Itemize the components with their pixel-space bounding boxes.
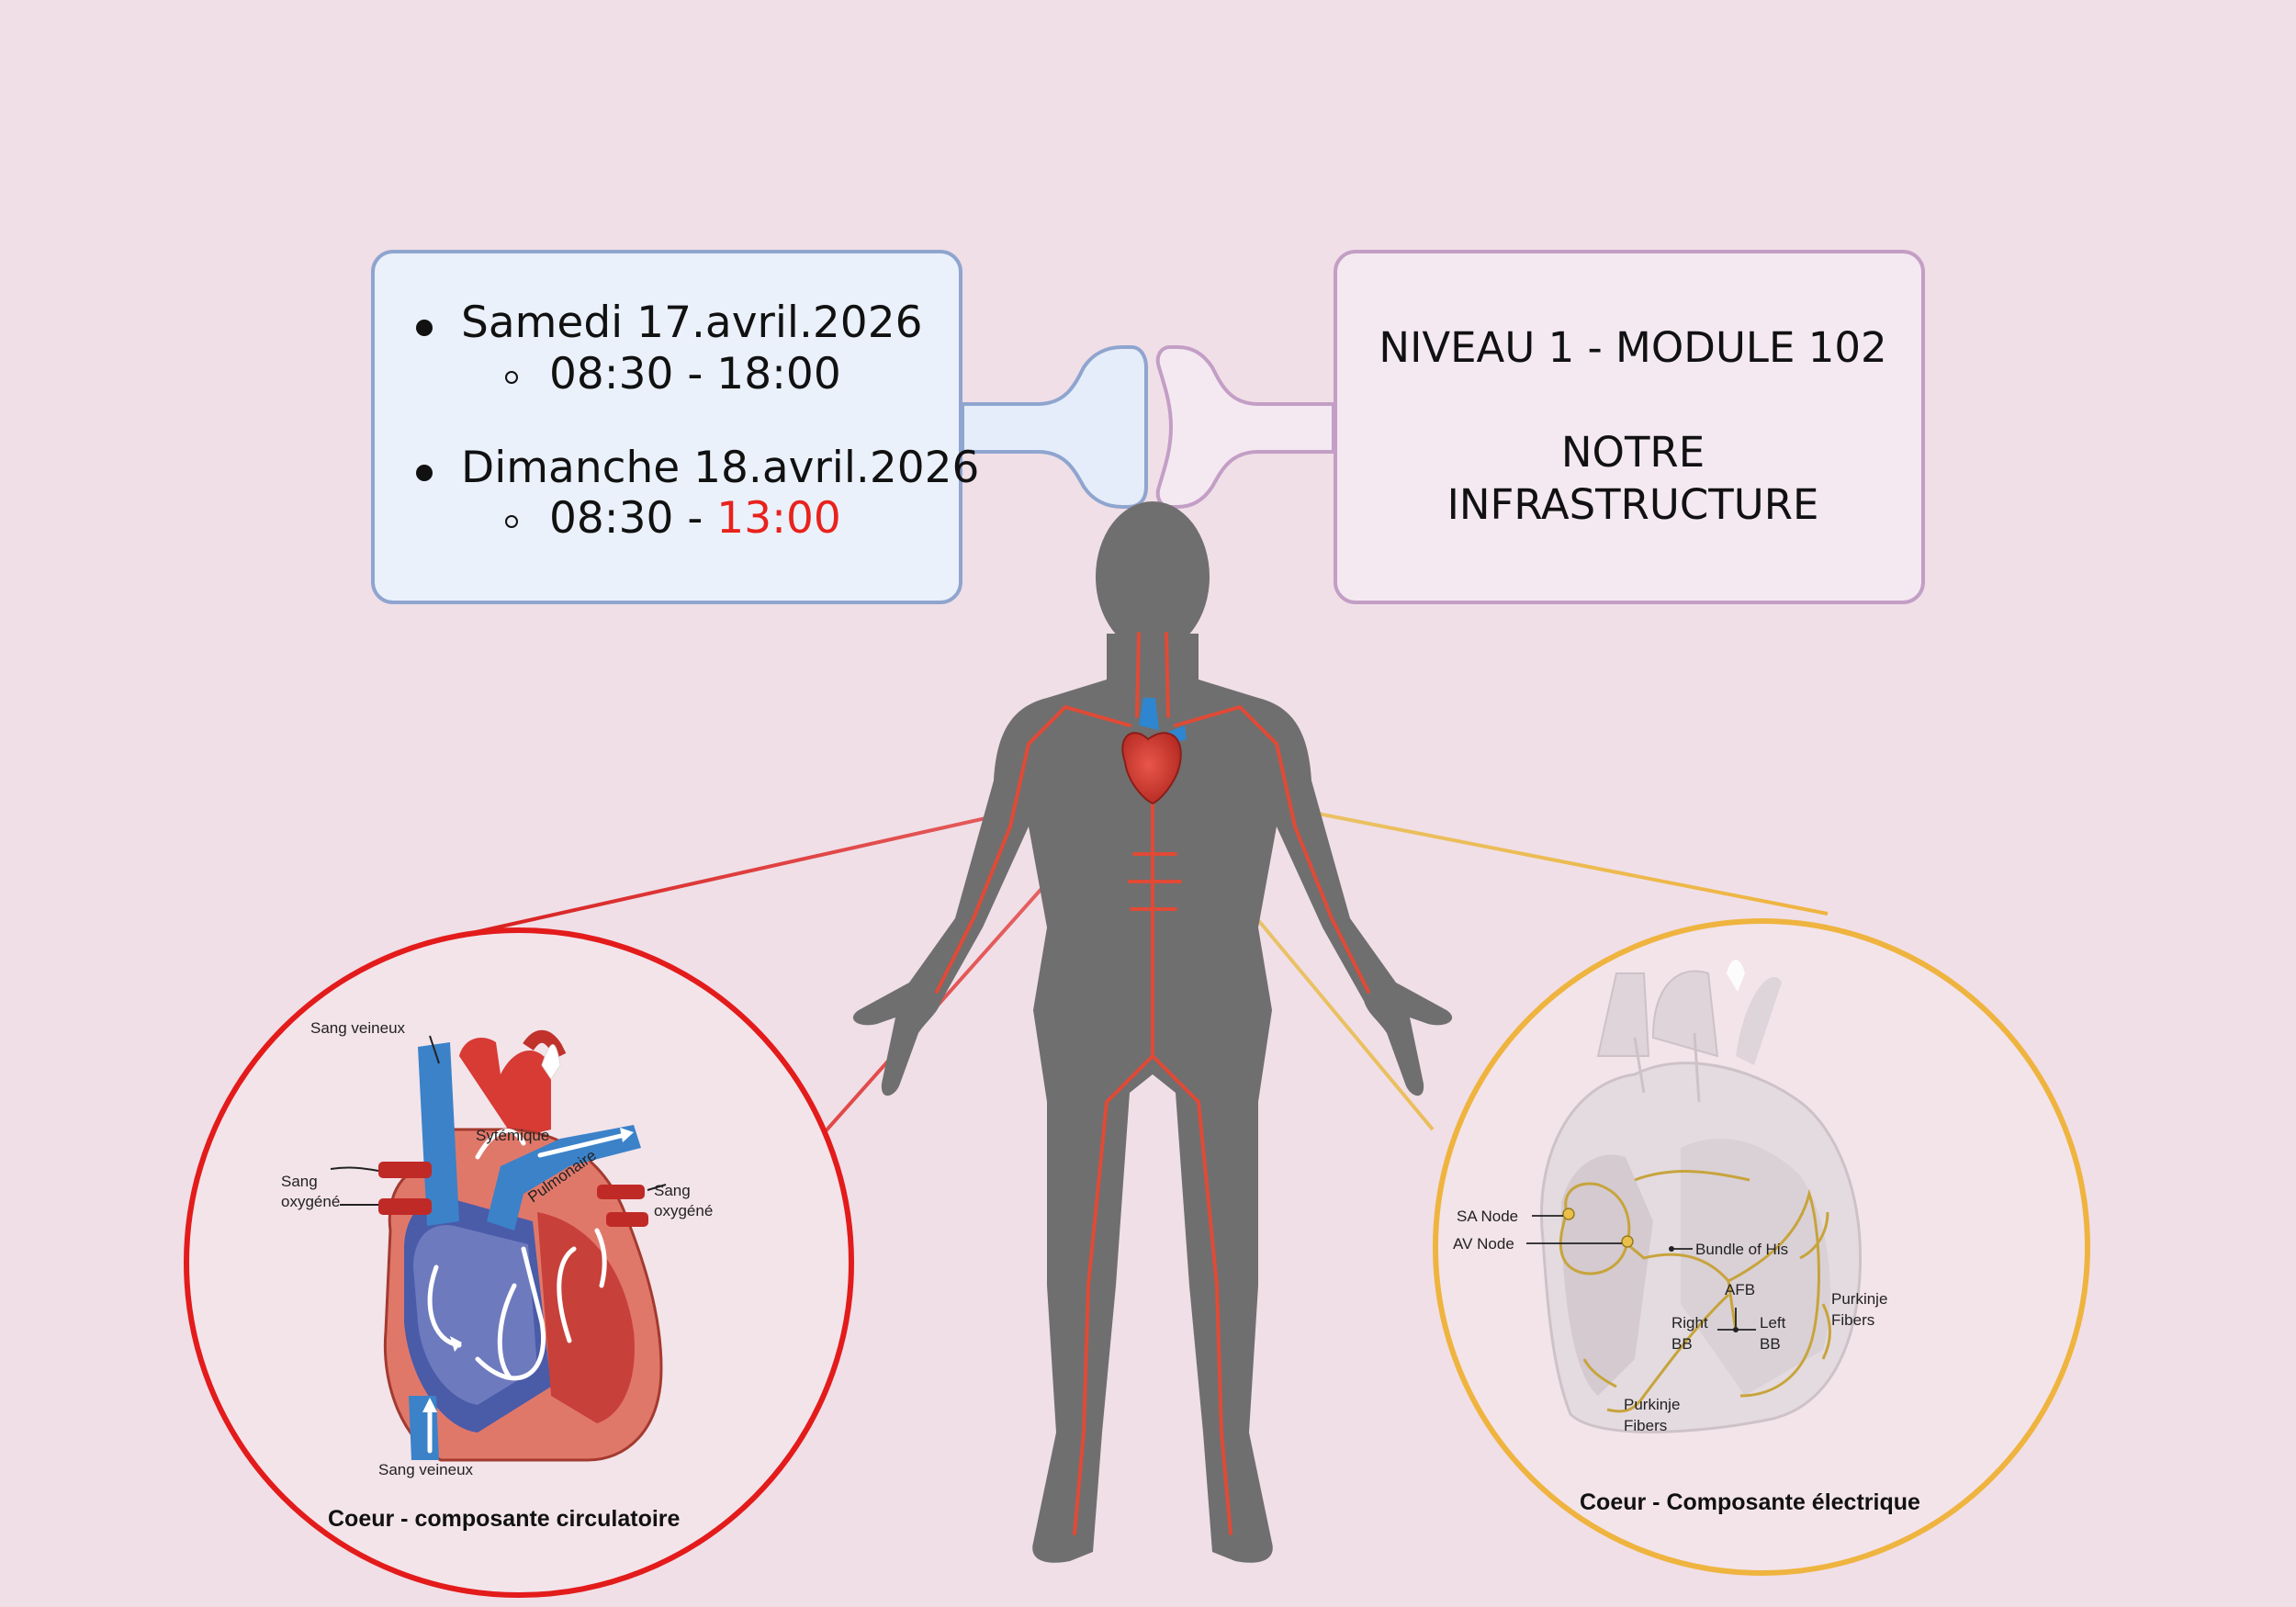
label-right-bb-2: BB	[1671, 1335, 1693, 1353]
label-oxy-right-2: oxygéné	[654, 1202, 713, 1219]
schedule-connector	[961, 345, 1148, 509]
schedule-day1-time: 08:30 - 18:00	[549, 349, 841, 399]
bullet-day2	[416, 465, 433, 481]
label-afb: AFB	[1725, 1281, 1755, 1298]
ring-day2	[505, 515, 518, 528]
conduction-system	[1559, 1170, 1831, 1413]
label-purkinje-right-1: Purkinje	[1831, 1290, 1887, 1308]
label-right-bb-1: Right	[1671, 1314, 1708, 1332]
label-venous-bottom: Sang veineux	[378, 1461, 474, 1478]
ring-day1	[505, 371, 518, 384]
label-bundle-his: Bundle of His	[1695, 1241, 1788, 1258]
circulatory-caption: Coeur - composante circulatoire	[328, 1506, 681, 1532]
label-oxy-left-1: Sang	[281, 1173, 318, 1190]
label-purkinje-bottom-1: Purkinje	[1624, 1396, 1680, 1413]
module-title-box: NIVEAU 1 - MODULE 102 NOTRE INFRASTRUCTU…	[1334, 250, 1925, 604]
label-left-bb-2: BB	[1760, 1335, 1781, 1353]
schedule-day2-time-start: 08:30 -	[549, 493, 717, 544]
electrical-caption: Coeur - Composante électrique	[1580, 1489, 1920, 1515]
label-av-node: AV Node	[1453, 1235, 1514, 1253]
schedule-day2-label: Dimanche 18.avril.2026	[461, 443, 980, 493]
schedule-day2-time: 08:30 - 13:00	[549, 493, 841, 544]
module-title-line3: INFRASTRUCTURE	[1446, 480, 1819, 529]
label-oxy-right-1: Sang	[654, 1182, 691, 1199]
schedule-day1-label: Samedi 17.avril.2026	[461, 298, 923, 348]
label-oxy-left-2: oxygéné	[281, 1193, 340, 1210]
bullet-day1	[416, 320, 433, 336]
electrical-heart-illustration	[1540, 960, 1863, 1433]
label-systemic: Sytémique	[476, 1127, 549, 1144]
label-purkinje-right-2: Fibers	[1831, 1311, 1874, 1329]
blood-vessels	[935, 632, 1370, 1535]
body-heart-icon	[1121, 698, 1187, 805]
label-purkinje-bottom-2: Fibers	[1624, 1417, 1667, 1434]
label-venous-top: Sang veineux	[310, 1019, 406, 1037]
schedule-day2-time-end: 13:00	[716, 493, 841, 544]
module-title-line1: NIVEAU 1 - MODULE 102	[1379, 323, 1887, 372]
title-connector	[1155, 345, 1335, 509]
label-sa-node: SA Node	[1457, 1208, 1518, 1225]
circulatory-heart-illustration	[330, 1029, 667, 1462]
electrical-label-lines	[1526, 1215, 1756, 1331]
human-body	[852, 501, 1453, 1563]
module-title-line2: NOTRE	[1560, 428, 1705, 477]
schedule-box: Samedi 17.avril.2026 08:30 - 18:00 Diman…	[371, 250, 979, 604]
label-left-bb-1: Left	[1760, 1314, 1786, 1332]
